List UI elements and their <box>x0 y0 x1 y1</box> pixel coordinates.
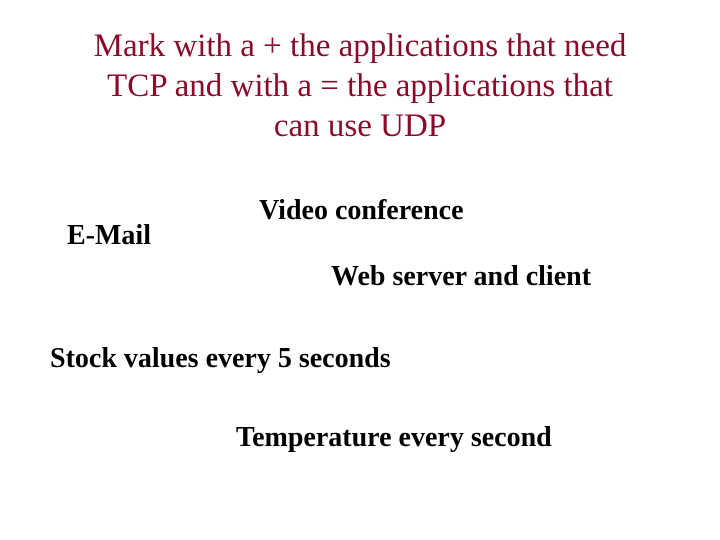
application-item-stock-values: Stock values every 5 seconds <box>50 343 391 374</box>
application-item-temperature: Temperature every second <box>236 422 552 453</box>
slide-title: Mark with a + the applications that need… <box>0 26 720 146</box>
application-item-email: E-Mail <box>67 220 151 251</box>
slide-title-line-2: TCP and with a = the applications that <box>107 68 613 104</box>
slide-title-line-1: Mark with a + the applications that need <box>93 28 627 64</box>
application-item-web-server: Web server and client <box>331 261 592 292</box>
slide-title-line-3: can use UDP <box>273 108 447 144</box>
application-item-video-conference: Video conference <box>259 195 464 226</box>
